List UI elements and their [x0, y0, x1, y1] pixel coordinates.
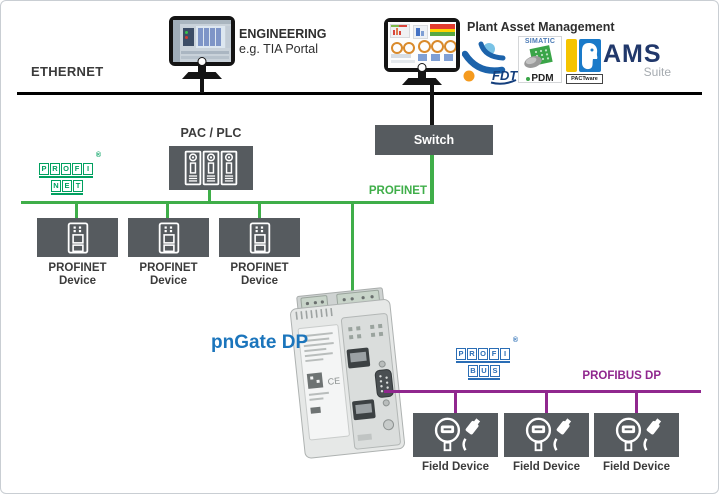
- io-device-icon: [158, 221, 179, 254]
- pdm-green-dot: [526, 77, 531, 81]
- plc-rack-icon: [184, 150, 238, 186]
- pactware-blue-tile: [579, 39, 601, 72]
- connector-profinet-gateway: [351, 204, 354, 300]
- monitor-icon: [384, 18, 460, 72]
- connector-profinet-device-1: [75, 204, 78, 218]
- field-transmitter-icon: [525, 417, 571, 452]
- connector-pam-switch: [430, 79, 434, 125]
- field-device-node-1: [413, 413, 498, 457]
- pam-dashboard-screen: [388, 22, 456, 68]
- connector-switch-profinet: [430, 155, 434, 204]
- ethernet-bus-label: ETHERNET: [31, 64, 104, 79]
- din-rail-gateway-image: CE: [290, 287, 405, 459]
- io-device-icon: [67, 221, 88, 254]
- connector-field-device-3: [635, 393, 638, 414]
- connector-profinet-device-3: [258, 204, 261, 218]
- ams-wordmark: AMS: [603, 40, 662, 68]
- connector-engineering-ethernet: [200, 76, 204, 93]
- connector-field-device-1: [454, 393, 457, 414]
- profinet-device-node-3: [219, 218, 300, 257]
- engineering-title: ENGINEERING e.g. TIA Portal: [239, 27, 327, 57]
- field-device-label-1: Field Device: [421, 461, 490, 473]
- io-device-icon: [249, 221, 270, 254]
- pactware-wordmark: PACTware: [566, 74, 603, 84]
- pactware-yellow-bar: [566, 39, 577, 72]
- profibus-bus-line: [384, 390, 701, 393]
- field-transmitter-icon: [615, 417, 661, 452]
- engineering-line2: e.g. TIA Portal: [239, 42, 318, 56]
- pdm-graphic: [524, 45, 553, 68]
- pdm-wordmark: PDM: [531, 73, 554, 84]
- pac-plc-label: PAC / PLC: [180, 126, 242, 140]
- switch-node: Switch: [375, 125, 493, 155]
- connector-profinet-device-2: [166, 204, 169, 218]
- fdt-logo: FDT: [462, 41, 518, 85]
- simatic-wordmark: SIMATIC: [524, 38, 556, 45]
- field-device-label-2: Field Device: [512, 461, 581, 473]
- connector-field-device-2: [545, 393, 548, 414]
- profinet-bus-line: [21, 201, 434, 204]
- ethernet-bus-line: [17, 92, 702, 95]
- simatic-pdm-logo: SIMATIC PDM: [518, 36, 562, 84]
- engineering-line1: ENGINEERING: [239, 27, 327, 41]
- field-device-label-3: Field Device: [602, 461, 671, 473]
- field-transmitter-icon: [434, 417, 480, 452]
- field-device-node-3: [594, 413, 679, 457]
- field-device-node-2: [504, 413, 589, 457]
- ams-suite-sub: Suite: [643, 65, 671, 79]
- monitor-icon: [169, 16, 235, 66]
- switch-label: Switch: [413, 133, 455, 147]
- gateway-label: pnGate DP: [211, 332, 309, 353]
- connector-plc-profinet: [208, 190, 211, 202]
- svg-text:CE: CE: [327, 376, 340, 387]
- profinet-device-node-2: [128, 218, 209, 257]
- profinet-device-node-1: [37, 218, 118, 257]
- engineering-screen: [173, 20, 231, 62]
- profibus-bus-label: PROFIBUS DP: [582, 370, 661, 382]
- ams-suite-logo: AMS Suite: [603, 40, 671, 80]
- pac-plc-node: [169, 146, 253, 190]
- fdt-wordmark: FDT: [492, 68, 518, 83]
- profinet-bus-label: PROFINET: [368, 185, 427, 197]
- pam-title: Plant Asset Management: [467, 20, 615, 34]
